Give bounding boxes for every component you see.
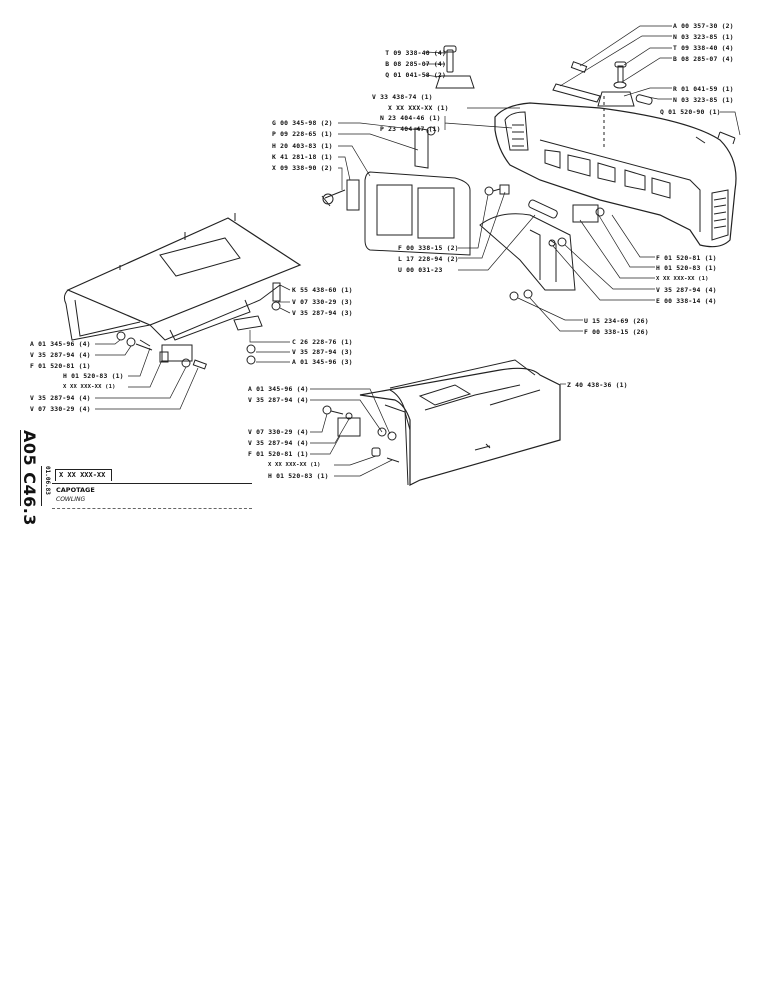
title-block: CAPOTAGE COWLING (52, 483, 252, 509)
callout-label: U 15 234-69 (26) (584, 317, 649, 325)
callout-label: Q 01 520-90 (1) (660, 108, 721, 116)
callout-label: N 03 323-85 (1) (673, 96, 734, 104)
rear-cover-part (322, 359, 561, 486)
callout-label: U 00 031-23 (398, 266, 443, 274)
callout-label: H 01 520-83 (1) (268, 472, 329, 480)
callout-label: A 01 345-96 (4) (30, 340, 91, 348)
callout-label: E 00 338-14 (4) (656, 297, 717, 305)
callout-label: Z 40 438-36 (1) (567, 381, 628, 389)
callout-label: V 35 287-94 (4) (30, 351, 91, 359)
callout-label: X XX XXX-XX (1) (656, 276, 709, 282)
sheet-code: A05 C46.3 (20, 430, 39, 526)
leader-lines (95, 25, 741, 477)
callout-label: X XX XXX-XX (1) (268, 462, 321, 468)
callout-label: X 09 338-90 (2) (272, 164, 333, 172)
callout-label: A 00 357-30 (2) (673, 22, 734, 30)
center-bracket-part (479, 184, 605, 301)
callout-label: H 20 403-83 (1) (272, 142, 333, 150)
callout-label: B 08 285-07 (4) (385, 60, 446, 68)
title-english: COWLING (56, 496, 86, 503)
part-reference-box: X XX XXX-XX (55, 469, 112, 481)
callout-label: A 01 345-96 (4) (248, 385, 309, 393)
callout-label: C 26 228-76 (1) (292, 338, 353, 346)
title-french: CAPOTAGE (56, 486, 95, 494)
side-panel-part (321, 126, 471, 256)
callout-label: V 35 287-94 (4) (30, 394, 91, 402)
callout-label: T 09 338-40 (4) (673, 44, 734, 52)
callout-label: F 00 338-15 (2) (398, 244, 459, 252)
callout-label: V 35 287-94 (4) (248, 439, 309, 447)
callout-label: V 35 287-94 (4) (656, 286, 717, 294)
callout-label: F 01 520-81 (1) (30, 362, 91, 370)
callout-label: V 07 330-29 (3) (292, 298, 353, 306)
callout-label: V 35 287-94 (3) (292, 309, 353, 317)
callout-label: K 41 281-18 (1) (272, 153, 333, 161)
callout-label: X XX XXX-XX (1) (63, 384, 116, 390)
callout-label: L 17 228-94 (2) (398, 255, 459, 263)
callout-label: V 33 438-74 (1) (372, 93, 433, 101)
callout-label: F 01 520-81 (1) (248, 450, 309, 458)
date-block: 01.06.83 (41, 466, 52, 506)
callout-label: F 00 338-15 (26) (584, 328, 649, 336)
left-hinge-hardware (116, 331, 207, 370)
top-tray-part (63, 213, 302, 365)
callout-label: P 23 404-47 (1) (380, 125, 441, 133)
callout-label: F 01 520-81 (1) (656, 254, 717, 262)
sheet-date: 01.06.83 (44, 466, 51, 495)
callout-label: T 09 338-40 (4) (385, 49, 446, 57)
callout-label: H 01 520-83 (1) (656, 264, 717, 272)
callout-label: B 08 285-07 (4) (673, 55, 734, 63)
sheet-code-block: A05 C46.3 (20, 430, 39, 526)
callout-label: N 23 404-46 (1) (380, 114, 441, 122)
callout-label: V 35 287-94 (3) (292, 348, 353, 356)
callout-label: A 01 345-96 (3) (292, 358, 353, 366)
callout-label: V 07 330-29 (4) (248, 428, 309, 436)
callout-label: N 03 323-85 (1) (673, 33, 734, 41)
hinge-hardware-top (435, 45, 736, 145)
front-hood-part (494, 96, 737, 248)
callout-label: G 00 345-98 (2) (272, 119, 333, 127)
callout-label: X XX XXX-XX (1) (388, 104, 449, 112)
callout-label: P 09 228-65 (1) (272, 130, 333, 138)
callout-label: Q 01 041-58 (2) (385, 71, 446, 79)
callout-label: H 01 520-83 (1) (63, 372, 124, 380)
callout-label: K 55 438-60 (1) (292, 286, 353, 294)
callout-label: V 35 287-94 (4) (248, 396, 309, 404)
callout-label: R 01 041-59 (1) (673, 85, 734, 93)
callout-label: V 07 330-29 (4) (30, 405, 91, 413)
